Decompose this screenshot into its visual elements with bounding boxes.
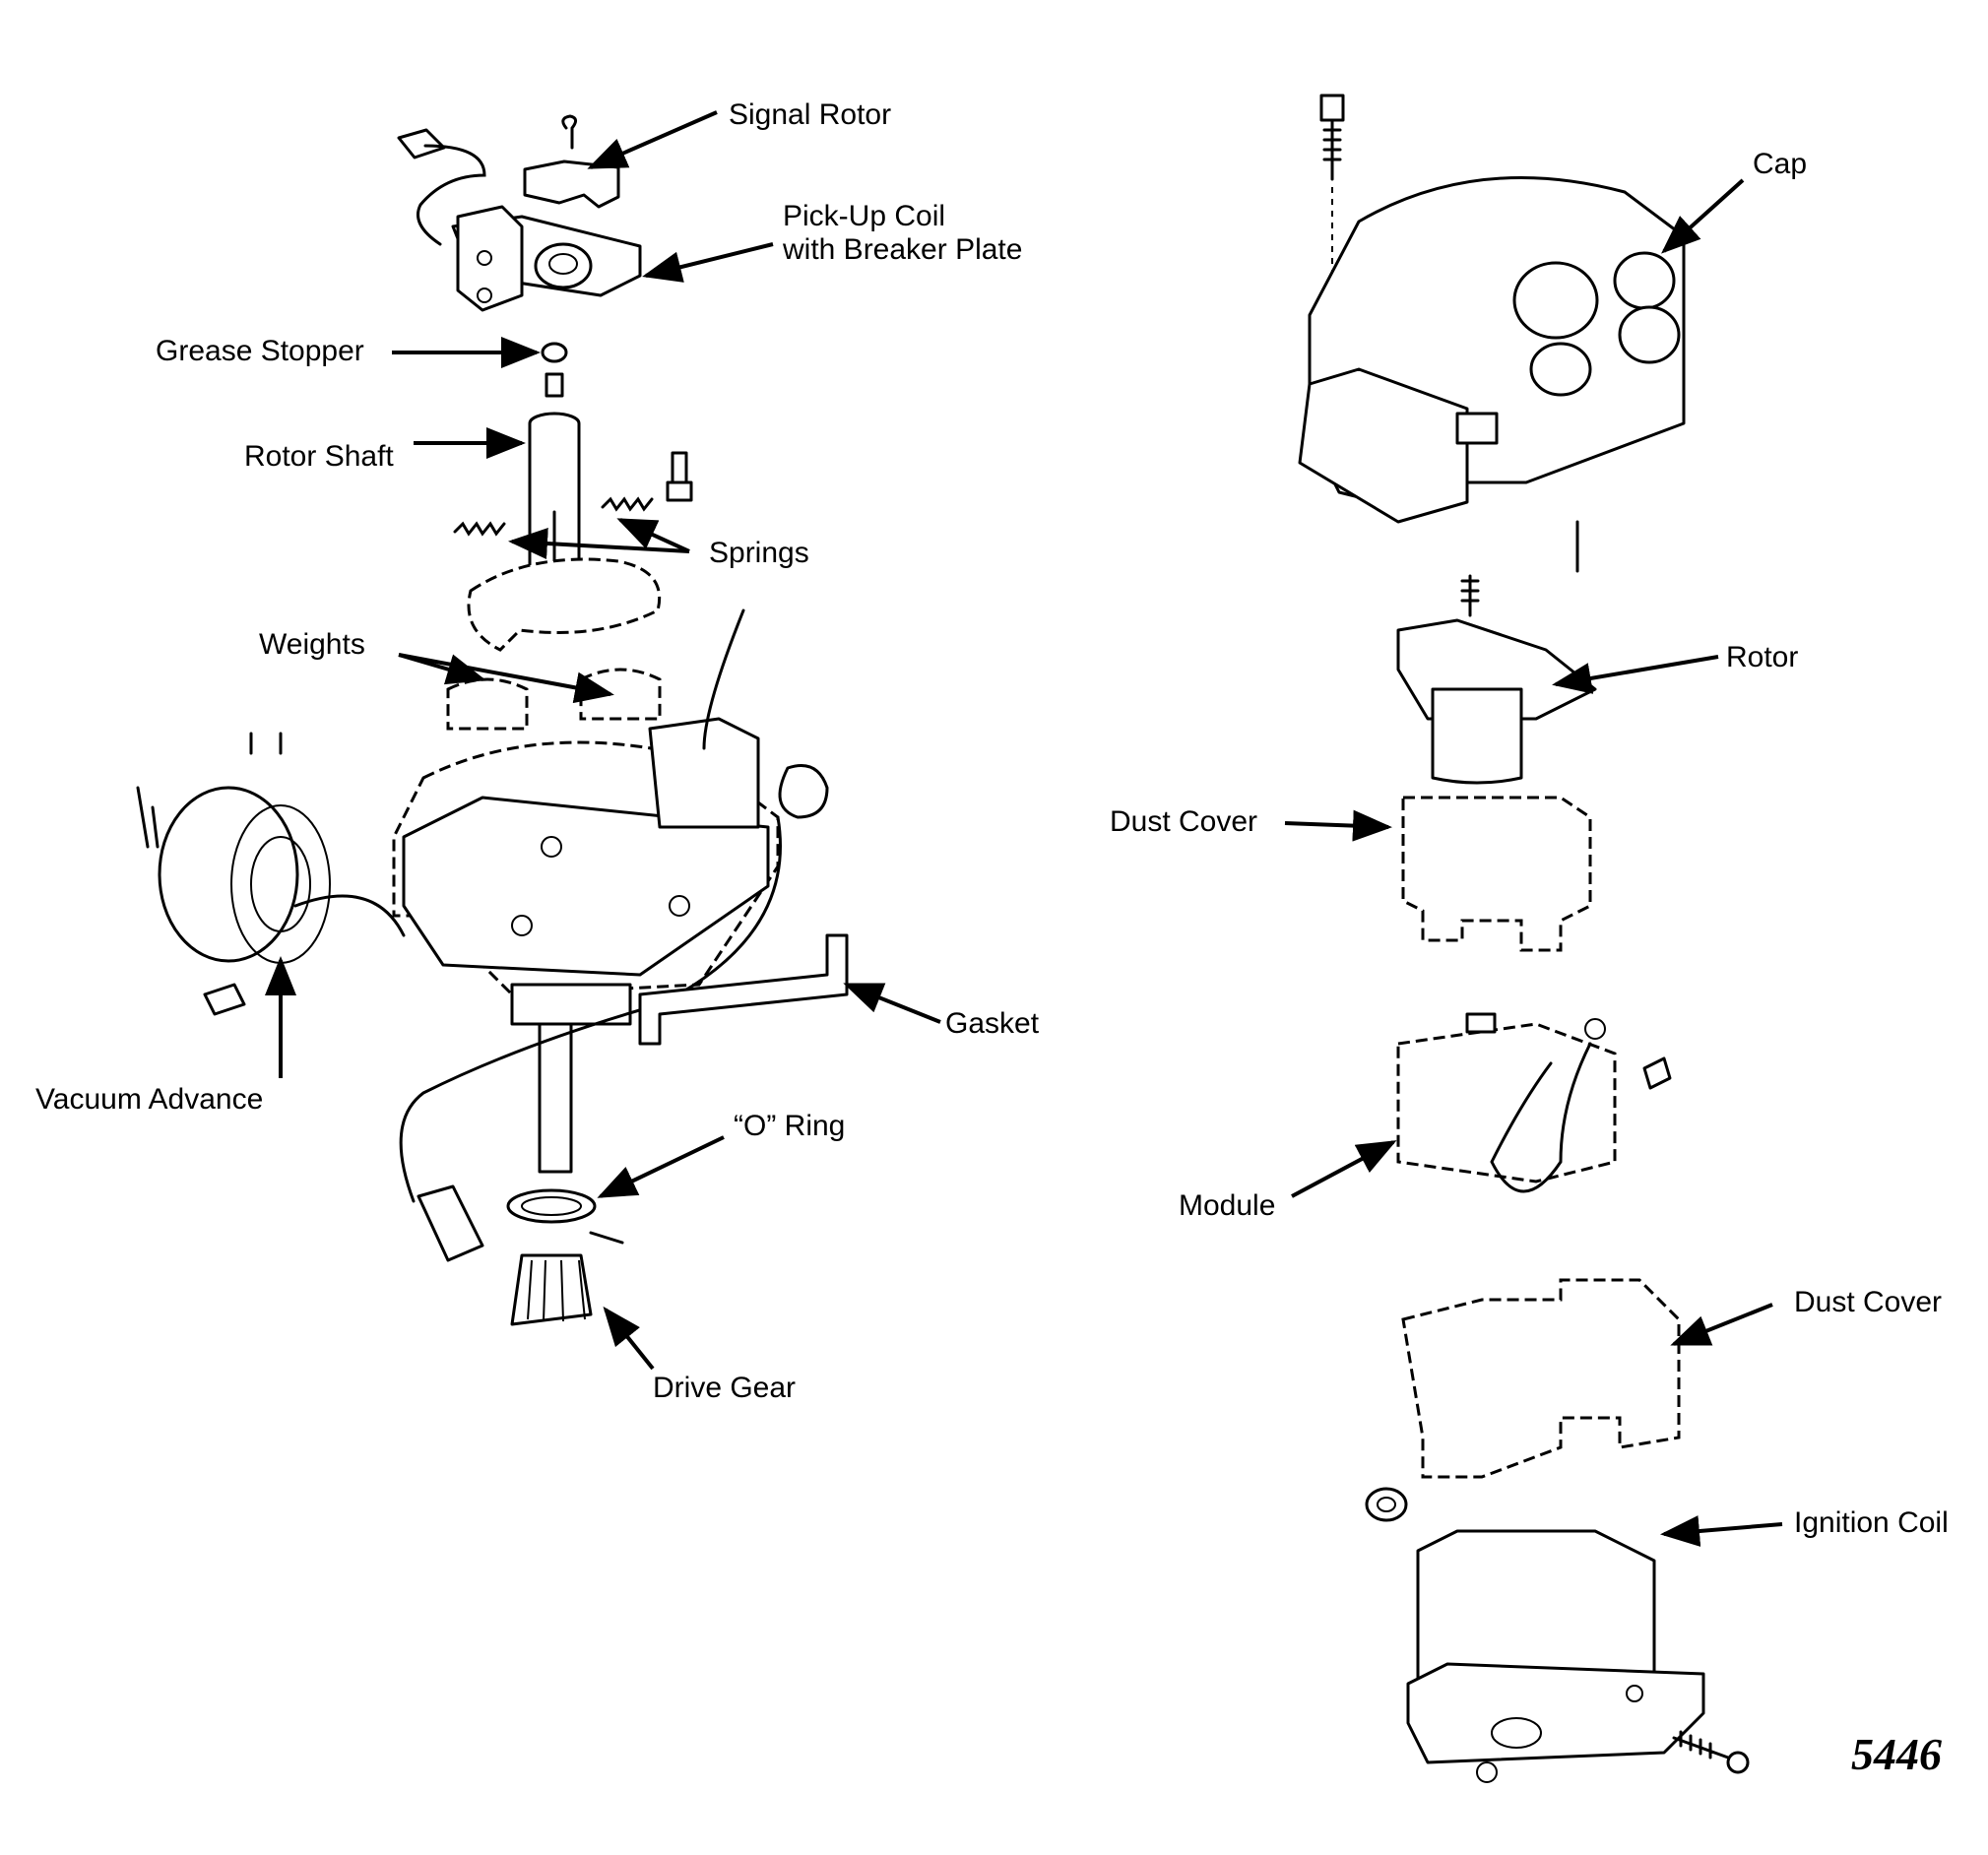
label-module: Module xyxy=(1179,1189,1276,1222)
label-gasket: Gasket xyxy=(945,1007,1040,1040)
label-rotor: Rotor xyxy=(1726,641,1799,673)
label-springs: Springs xyxy=(709,537,809,569)
ignition-coil-part xyxy=(1406,1529,1705,1783)
pickup-coil-part xyxy=(397,128,642,312)
springs-part xyxy=(453,451,693,537)
vacuum-advance-part xyxy=(136,732,406,964)
module-part xyxy=(1396,1012,1672,1193)
connector-part xyxy=(417,1184,484,1262)
label-signal-rotor: Signal Rotor xyxy=(729,98,892,131)
label-dust-cover-lower: Dust Cover xyxy=(1794,1286,1943,1318)
rotor-part xyxy=(1396,574,1597,785)
dust-cover-lower-part xyxy=(1401,1278,1681,1479)
cap-part xyxy=(1298,175,1686,524)
label-grease-stopper: Grease Stopper xyxy=(156,335,364,367)
leader-arrows xyxy=(265,110,1783,1547)
label-cap: Cap xyxy=(1753,148,1808,180)
signal-rotor-part xyxy=(523,114,620,209)
figure-number: 5446 xyxy=(1851,1729,1942,1779)
label-dust-cover-upper: Dust Cover xyxy=(1110,805,1258,838)
dust-cover-upper-part xyxy=(1401,796,1592,952)
label-ignition-coil: Ignition Coil xyxy=(1794,1506,1949,1539)
o-ring-part xyxy=(506,1188,597,1224)
grease-stopper-part xyxy=(541,342,568,363)
label-vacuum-advance: Vacuum Advance xyxy=(35,1083,264,1116)
label-o-ring: “O” Ring xyxy=(734,1110,846,1142)
label-weights: Weights xyxy=(259,628,365,661)
label-pickup-coil: Pick-Up Coil with Breaker Plate xyxy=(783,200,1023,266)
distributor-housing-part xyxy=(392,717,780,1174)
label-drive-gear: Drive Gear xyxy=(653,1372,797,1404)
drive-gear-part xyxy=(510,1253,593,1326)
label-rotor-shaft: Rotor Shaft xyxy=(244,440,394,473)
